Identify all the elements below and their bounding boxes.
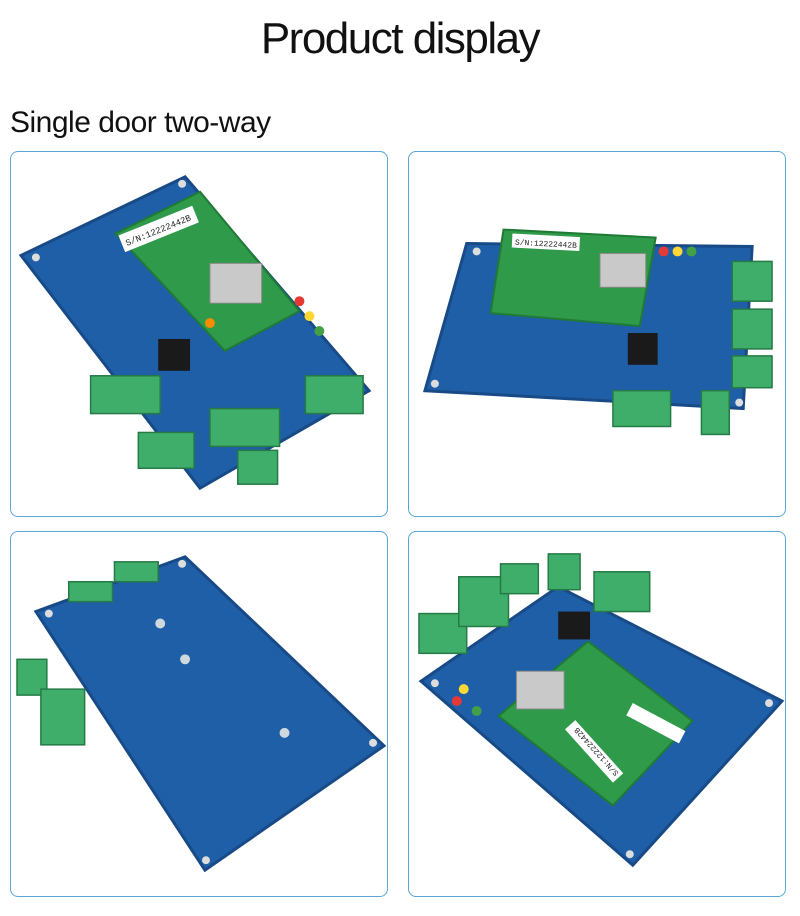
page-title: Product display	[260, 14, 541, 63]
ethernet-port	[515, 670, 565, 710]
mount-hole	[44, 609, 53, 618]
serial-label: S/N:12222442B	[511, 233, 581, 251]
led-green	[471, 706, 482, 716]
led-green	[686, 246, 697, 257]
mount-hole	[178, 559, 187, 568]
terminal-blocks	[612, 260, 773, 436]
board-illustration	[16, 555, 387, 873]
board-illustration: S/N:12222442B	[18, 175, 372, 491]
terminal-blocks	[16, 561, 159, 746]
product-image-front-side: S/N:12222442B	[408, 151, 786, 517]
mount-hole	[430, 679, 439, 688]
product-image-back	[10, 531, 388, 897]
mount-hole	[430, 379, 439, 388]
led-red	[294, 296, 305, 307]
led-yellow	[304, 311, 315, 322]
mount-hole	[735, 398, 744, 407]
ethernet-port	[209, 262, 263, 304]
serial-label	[626, 703, 686, 744]
solder-points	[155, 618, 290, 738]
led-red	[451, 696, 462, 707]
board-illustration: S/N:12222442B	[418, 553, 785, 868]
relay	[158, 338, 191, 371]
pcb-board-back	[33, 555, 387, 873]
product-image-front-rotated: S/N:12222442B	[408, 531, 786, 897]
led-red	[658, 246, 669, 257]
led-yellow	[458, 684, 469, 695]
led-orange	[204, 318, 215, 329]
mount-hole	[201, 856, 210, 865]
svg-text:S/N:12222442B: S/N:12222442B	[515, 239, 578, 251]
mount-hole	[765, 699, 774, 708]
terminal-blocks	[418, 553, 651, 655]
product-image-front-angled: S/N:12222442B	[10, 151, 388, 517]
relay	[627, 333, 658, 365]
mount-hole	[31, 253, 40, 262]
led-yellow	[672, 246, 683, 257]
section-title: Single door two-way	[10, 106, 271, 139]
mount-hole	[369, 738, 378, 747]
mount-hole	[472, 247, 481, 256]
mount-hole	[178, 179, 187, 188]
terminal-blocks	[89, 375, 364, 485]
mount-hole	[625, 850, 634, 859]
ethernet-port	[599, 252, 647, 288]
led-green	[314, 326, 325, 336]
board-illustration: S/N:12222442B	[423, 228, 773, 436]
relay	[558, 611, 591, 640]
